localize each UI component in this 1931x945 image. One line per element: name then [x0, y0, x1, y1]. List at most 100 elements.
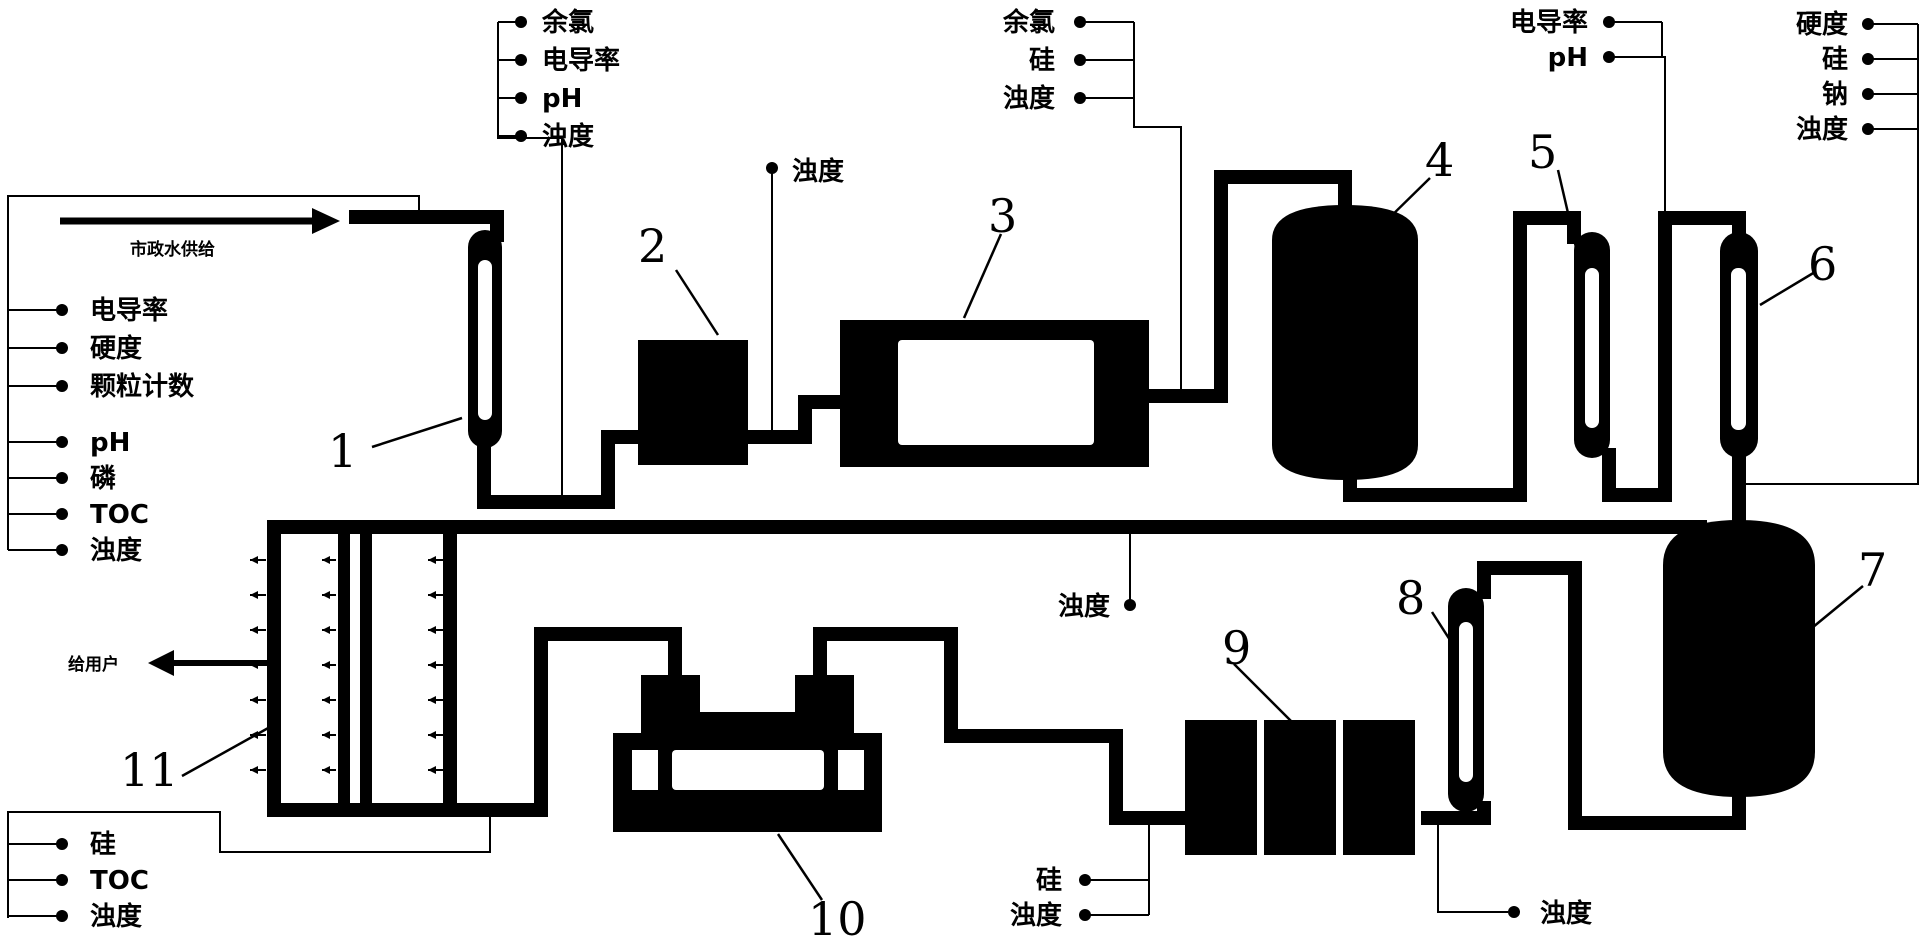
sensor-dot-icon [766, 162, 778, 174]
outlet-arrow-icon [428, 696, 436, 704]
sensor-label: 浊度 [792, 156, 844, 187]
sensor-label: 硅 [1029, 46, 1055, 76]
wire-left-group [7, 195, 420, 550]
sensor-dot-icon [515, 54, 527, 66]
treatment-unit-10-window-right [838, 750, 864, 790]
treatment-unit-10 [613, 675, 882, 832]
outlet-arrow-icon [322, 556, 330, 564]
sensor-label: 电导率 [542, 45, 620, 76]
storage-tank-7 [1663, 520, 1815, 797]
filter-column-6 [1720, 232, 1758, 458]
outlet-arrow-icon [250, 766, 258, 774]
sensor-label: 浊度 [90, 535, 142, 566]
pipe-7-8 [1477, 561, 1746, 830]
treatment-unit-10-window-center [672, 750, 824, 790]
sensor-label: 钠 [1822, 80, 1848, 110]
equipment-number-2: 2 [638, 219, 667, 273]
filter-column-1-window [478, 260, 492, 420]
sensor-label: 浊度 [542, 121, 594, 152]
outlet-arrow-icon [322, 766, 330, 774]
outlet-arrow-icon [322, 591, 330, 599]
sensor-label: 磷 [90, 464, 116, 494]
membrane-unit-3-window [898, 340, 1094, 445]
sensor-dot-icon [56, 838, 68, 850]
sensor-dot-icon [56, 436, 68, 448]
equipment-number-10: 10 [808, 892, 867, 945]
equipment-number-11: 11 [120, 743, 179, 797]
sensor-label: 浊度 [1540, 898, 1592, 929]
outlet-arrow-icon [250, 591, 258, 599]
equipment-number-4: 4 [1425, 133, 1454, 187]
wire-after-5 [1661, 22, 1666, 218]
sensor-dot-icon [515, 92, 527, 104]
number-leaders [181, 169, 1864, 901]
sensor-dot-icon [1603, 16, 1615, 28]
equipment-number-5: 5 [1528, 125, 1557, 179]
wire-after-6 [1739, 24, 1919, 485]
wire-after-3 [1133, 22, 1182, 396]
filter-column-1 [468, 230, 502, 448]
user-outlet: 给用户 [68, 650, 270, 676]
pipe-3-4 [1142, 170, 1352, 403]
outlet-arrow-icon [250, 696, 258, 704]
sensor-dot-icon [1079, 909, 1091, 921]
leader-1 [371, 416, 463, 449]
outlet-arrow-icon [428, 731, 436, 739]
equipment-number-1: 1 [328, 424, 357, 478]
sensor-label: 电导率 [1510, 7, 1588, 38]
leader-8 [1430, 611, 1452, 641]
filter-column-6-window [1731, 268, 1746, 430]
main-pipeline [267, 170, 1746, 830]
sensor-label: 浊度 [1796, 114, 1848, 145]
filter-column-5-window [1585, 268, 1599, 428]
sensor-label: 硬度 [90, 333, 142, 364]
sensor-group-before-9: 硅浊度 [1010, 866, 1149, 931]
outlet-arrow-icon [428, 626, 436, 634]
leader-2 [674, 269, 720, 336]
sensor-dot-icon [1074, 16, 1086, 28]
instrument-wiring [7, 22, 1919, 918]
equipment [468, 205, 1815, 855]
sensor-labels: 余氯电导率pH浊度余氯硅浊度电导率pH硬度硅钠浊度电导率硬度颗粒计数pH磷TOC… [8, 7, 1918, 932]
supply-inlet: 市政水供给 [60, 208, 340, 260]
sensor-label: TOC [90, 866, 149, 896]
pipe-4-5 [1343, 211, 1581, 502]
equipment-number-6: 6 [1808, 237, 1837, 291]
outlet-arrow-icon [322, 661, 330, 669]
leader-7 [1806, 585, 1864, 633]
user-arrow-head-icon [148, 650, 174, 676]
sensor-label: 硅 [1036, 866, 1062, 896]
sensor-dot-icon [515, 16, 527, 28]
wire-inlet-top [497, 22, 563, 500]
wire-after-9 [1437, 818, 1508, 913]
sensor-dot-icon [56, 304, 68, 316]
sensor-label: 浊度 [1010, 900, 1062, 931]
leader-6 [1759, 270, 1816, 307]
cartridge-9c [1343, 720, 1415, 855]
membrane-unit-3 [840, 320, 1149, 467]
sensor-dot-icon [56, 910, 68, 922]
outlet-arrow-icon [322, 626, 330, 634]
outlet-arrow-icon [250, 626, 258, 634]
wire-outlet-bottom [7, 810, 491, 918]
sensor-label: 硅 [1822, 45, 1848, 75]
pipe-9-10 [813, 627, 1192, 825]
equipment-number-9: 9 [1222, 621, 1251, 675]
sensor-dot-icon [56, 342, 68, 354]
sensor-dot-icon [515, 130, 527, 142]
outlet-arrow-icon [322, 731, 330, 739]
sensor-dot-icon [56, 508, 68, 520]
equipment-number-8: 8 [1396, 571, 1425, 625]
sensor-label: TOC [90, 500, 149, 530]
leader-4 [1381, 177, 1431, 226]
sensor-dot-icon [56, 472, 68, 484]
sensor-dot-icon [1074, 92, 1086, 104]
sensor-label: 浊度 [1003, 83, 1055, 114]
outlet-arrow-icon [428, 591, 436, 599]
